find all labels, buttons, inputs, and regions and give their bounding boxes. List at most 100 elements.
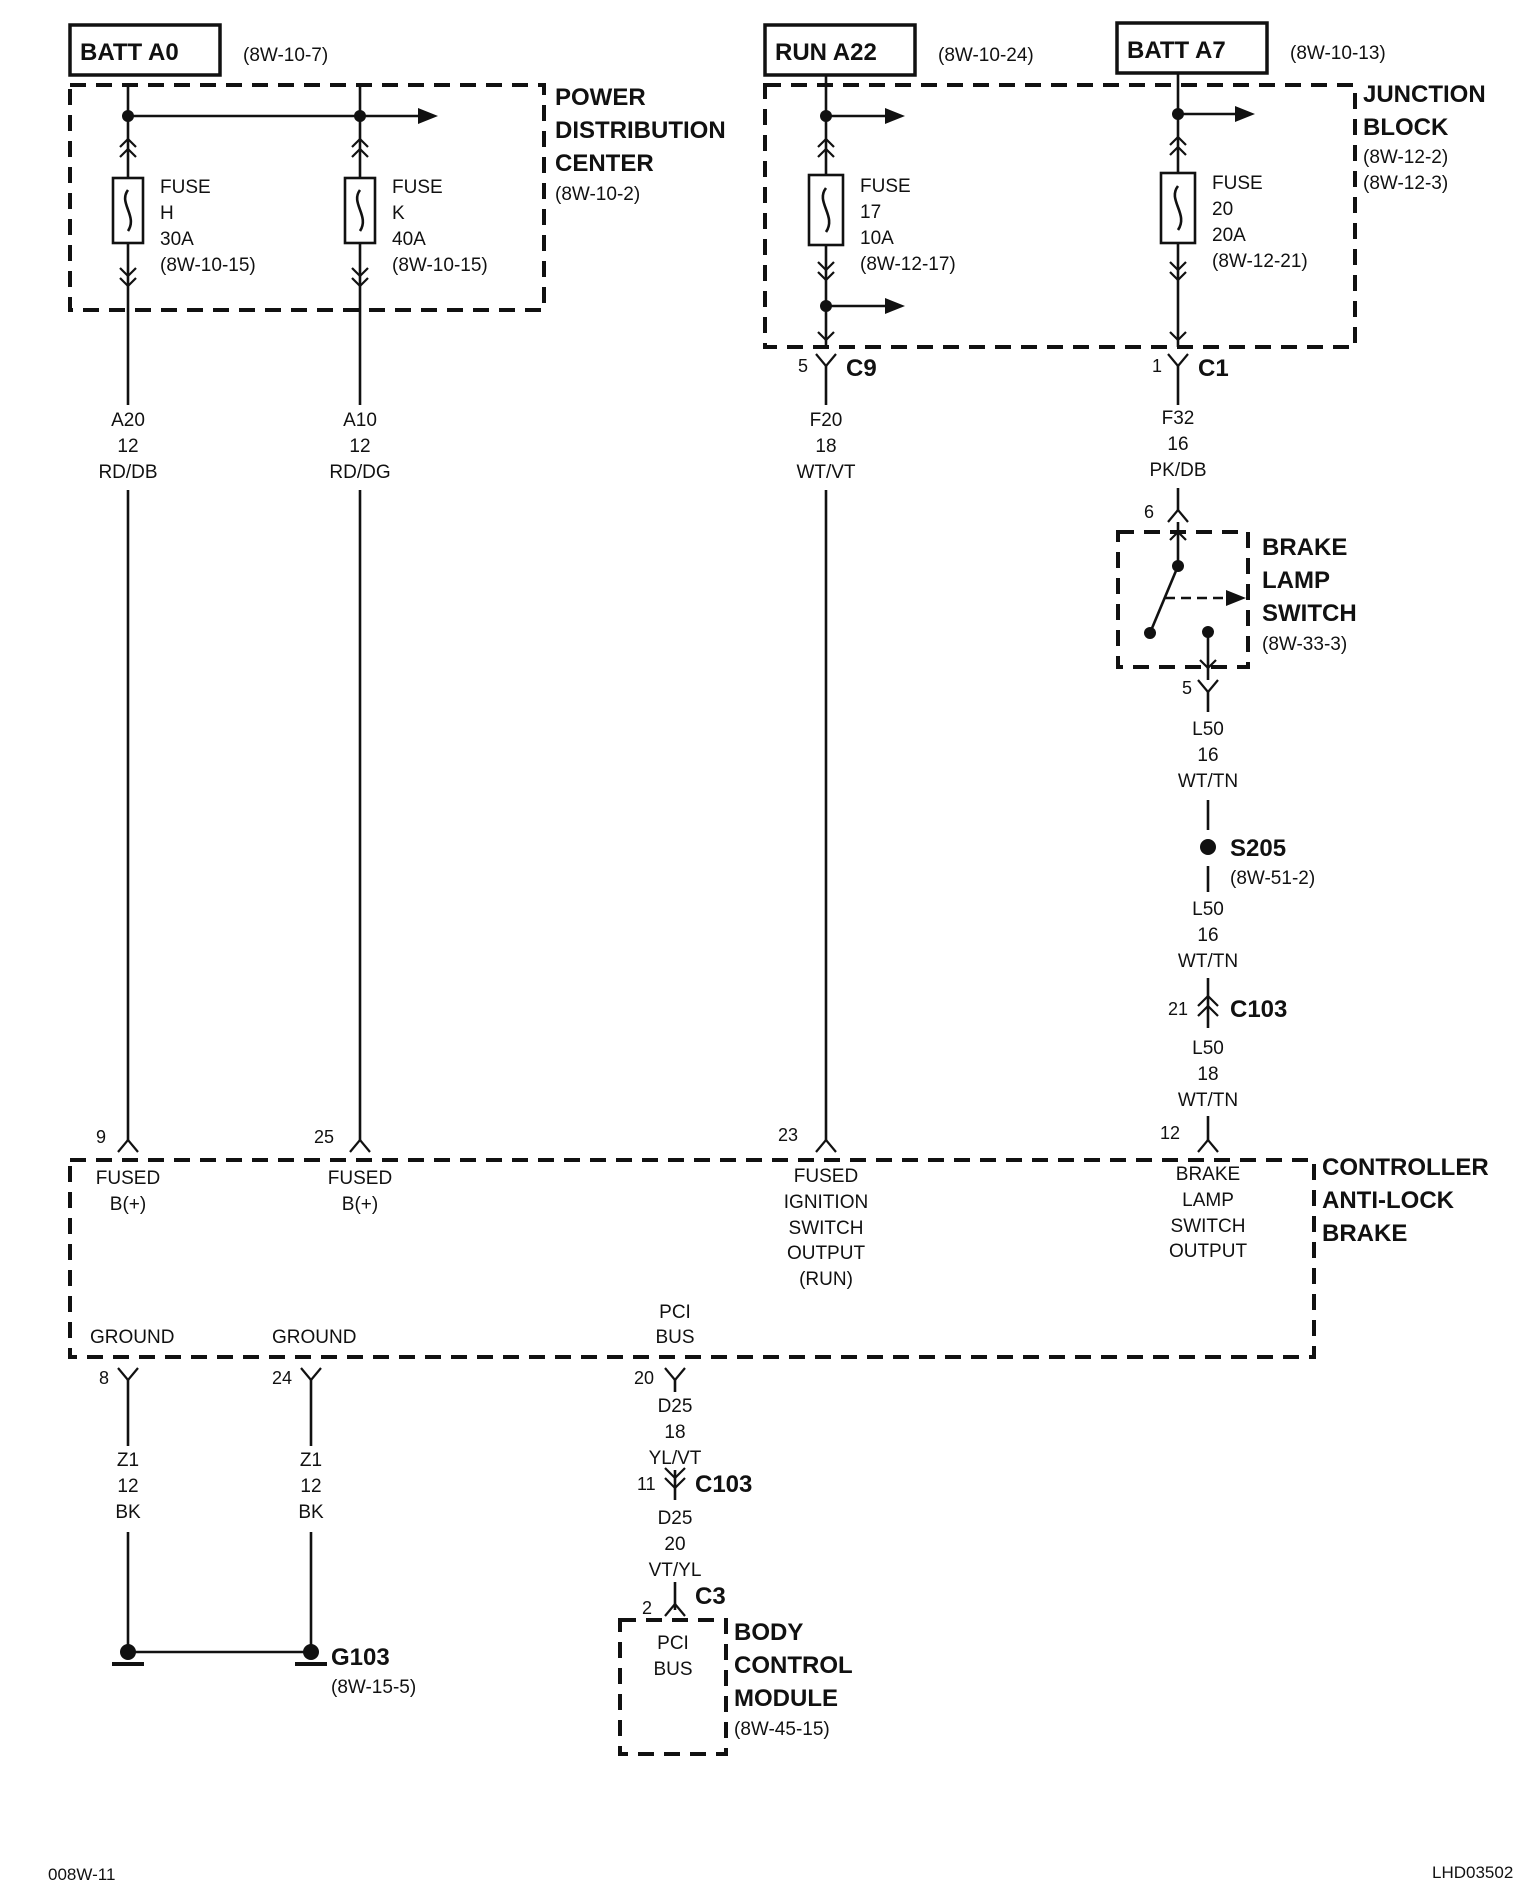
abs-pin-25-line-1: FUSED bbox=[328, 1168, 392, 1189]
abs-label-line-2: ANTI-LOCK bbox=[1322, 1187, 1455, 1214]
junction-block-ref-1: (8W-12-2) bbox=[1363, 147, 1448, 168]
fuse-17-line-1: FUSE bbox=[860, 176, 911, 197]
abs-pin-20: PCI BUS 20 bbox=[634, 1302, 695, 1388]
abs-pin-24: GROUND 24 bbox=[272, 1327, 356, 1388]
abs-pin-20-number: 20 bbox=[634, 1368, 654, 1388]
wire-a10-id: A10 bbox=[343, 410, 377, 431]
connector-c1: 1 C1 bbox=[1152, 353, 1229, 382]
bcm-label-line-1: BODY bbox=[734, 1619, 803, 1646]
fuse-20: FUSE 20 20A (8W-12-21) bbox=[1159, 73, 1308, 347]
source-batt-a0: BATT A0 (8W-10-7) bbox=[68, 23, 328, 77]
ground-icon bbox=[303, 1644, 319, 1660]
wire-z1-a-label: Z1 12 BK bbox=[115, 1450, 141, 1523]
abs-pin-12-line-1: BRAKE bbox=[1176, 1164, 1240, 1185]
splice-dot bbox=[1200, 839, 1216, 855]
brake-lamp-switch-pin-out: 5 bbox=[1182, 678, 1192, 698]
footer-left-code: 008W-11 bbox=[48, 1865, 115, 1884]
source-batt-a0-ref: (8W-10-7) bbox=[243, 45, 328, 66]
wire-l50-b-id: L50 bbox=[1192, 899, 1224, 920]
abs-pin-23-number: 23 bbox=[778, 1125, 798, 1145]
wire-l50-c-label: L50 18 WT/TN bbox=[1178, 1038, 1238, 1111]
wire-l50-a-label: L50 16 WT/TN bbox=[1178, 719, 1238, 792]
source-batt-a0-label: BATT A0 bbox=[80, 39, 179, 66]
fuse-20-line-4: (8W-12-21) bbox=[1212, 251, 1308, 272]
wire-l50-c-color: WT/TN bbox=[1178, 1090, 1238, 1111]
connector-c9: 5 C9 bbox=[798, 353, 877, 382]
abs-label-line-3: BRAKE bbox=[1322, 1220, 1407, 1247]
wire-z1-b-color: BK bbox=[298, 1502, 324, 1523]
arrow-icon bbox=[885, 108, 905, 124]
fuse-20-line-1: FUSE bbox=[1212, 173, 1263, 194]
connector-c103-d25-pin: 11 bbox=[637, 1474, 656, 1494]
ground-g103-ref: (8W-15-5) bbox=[331, 1677, 416, 1698]
pdc-label-line-1: POWER bbox=[555, 84, 646, 111]
wire-l50-a-gauge: 16 bbox=[1197, 745, 1218, 766]
abs-pin-8-label: GROUND bbox=[90, 1327, 174, 1348]
brake-lamp-switch-pin-in: 6 bbox=[1144, 502, 1154, 522]
fuse-icon bbox=[821, 187, 831, 233]
abs-pin-25: 25 FUSED B(+) bbox=[314, 1127, 392, 1215]
abs-pin-24-label: GROUND bbox=[272, 1327, 356, 1348]
splice-s205: S205 (8W-51-2) bbox=[1200, 835, 1315, 889]
brake-lamp-switch: 6 5 BRAKE LAMP SWITCH (8W-33-3) bbox=[1116, 502, 1357, 698]
source-run-a22-ref: (8W-10-24) bbox=[938, 45, 1034, 66]
pdc-label-line-3: CENTER bbox=[555, 150, 654, 177]
splice-s205-ref: (8W-51-2) bbox=[1230, 868, 1315, 889]
wire-d25-b-gauge: 20 bbox=[664, 1534, 685, 1555]
abs-pin-24-number: 24 bbox=[272, 1368, 292, 1388]
wire-l50-b-gauge: 16 bbox=[1197, 925, 1218, 946]
connector-c103-l50-pin: 21 bbox=[1168, 999, 1188, 1019]
switch-blade bbox=[1148, 565, 1180, 634]
wire-f20-id: F20 bbox=[810, 410, 843, 431]
pdc-ref: (8W-10-2) bbox=[555, 184, 640, 205]
fuse-17-line-3: 10A bbox=[860, 228, 894, 249]
abs-pin-23: 23 FUSED IGNITION SWITCH OUTPUT (RUN) bbox=[778, 1125, 868, 1290]
wire-f32-color: PK/DB bbox=[1149, 460, 1206, 481]
connector-c103-l50: 21 C103 bbox=[1168, 994, 1287, 1023]
fuse-17: FUSE 17 10A (8W-12-17) bbox=[807, 75, 956, 347]
arrow-icon bbox=[885, 298, 905, 314]
brake-lamp-switch-label-line-2: LAMP bbox=[1262, 567, 1330, 594]
connector-c3-pin: 2 bbox=[642, 1598, 652, 1618]
source-batt-a7-ref: (8W-10-13) bbox=[1290, 43, 1386, 64]
junction-block-ref-2: (8W-12-3) bbox=[1363, 173, 1448, 194]
bcm-ref: (8W-45-15) bbox=[734, 1719, 830, 1740]
abs-pin-23-line-3: SWITCH bbox=[789, 1218, 864, 1239]
wire-l50-b-color: WT/TN bbox=[1178, 951, 1238, 972]
power-distribution-center: POWER DISTRIBUTION CENTER (8W-10-2) FUSE… bbox=[68, 83, 726, 312]
arrow-icon bbox=[1235, 106, 1255, 122]
wire-l50-c-id: L50 bbox=[1192, 1038, 1224, 1059]
wire-a20-label: A20 12 RD/DB bbox=[98, 410, 157, 483]
wire-f32-label: F32 16 PK/DB bbox=[1149, 408, 1206, 481]
wire-l50-a-id: L50 bbox=[1192, 719, 1224, 740]
connector-c103-l50-name: C103 bbox=[1230, 996, 1287, 1023]
wire-d25-a-label: D25 18 YL/VT bbox=[649, 1396, 702, 1469]
abs-pin-9-line-1: FUSED bbox=[96, 1168, 160, 1189]
connector-c9-pin: 5 bbox=[798, 356, 808, 376]
source-run-a22-label: RUN A22 bbox=[775, 39, 877, 66]
wire-z1-a-color: BK bbox=[115, 1502, 141, 1523]
ground-g103-name: G103 bbox=[331, 1644, 390, 1671]
fuse-k-line-2: K bbox=[392, 203, 405, 224]
abs-pin-12: 12 BRAKE LAMP SWITCH OUTPUT bbox=[1160, 1123, 1247, 1262]
abs-pin-23-line-4: OUTPUT bbox=[787, 1243, 866, 1264]
abs-pin-23-line-2: IGNITION bbox=[784, 1192, 868, 1213]
junction-block-label-line-1: JUNCTION bbox=[1363, 81, 1486, 108]
wire-a10-color: RD/DG bbox=[329, 462, 390, 483]
wire-a20-id: A20 bbox=[111, 410, 145, 431]
wire-f20-color: WT/VT bbox=[796, 462, 855, 483]
abs-label-line-1: CONTROLLER bbox=[1322, 1154, 1489, 1181]
source-batt-a7: BATT A7 (8W-10-13) bbox=[1115, 21, 1386, 75]
connector-c1-pin: 1 bbox=[1152, 356, 1162, 376]
bcm-label-line-3: MODULE bbox=[734, 1685, 838, 1712]
abs-pin-23-line-5: (RUN) bbox=[799, 1269, 853, 1290]
abs-pin-25-number: 25 bbox=[314, 1127, 334, 1147]
abs-pin-23-line-1: FUSED bbox=[794, 1166, 858, 1187]
brake-lamp-switch-label-line-3: SWITCH bbox=[1262, 600, 1357, 627]
connector-c1-name: C1 bbox=[1198, 355, 1229, 382]
fuse-h-line-4: (8W-10-15) bbox=[160, 255, 256, 276]
fuse-h: FUSE H 30A (8W-10-15) bbox=[111, 116, 256, 310]
wire-d25-b-id: D25 bbox=[658, 1508, 693, 1529]
fuse-17-line-4: (8W-12-17) bbox=[860, 254, 956, 275]
fuse-icon bbox=[1173, 185, 1183, 231]
